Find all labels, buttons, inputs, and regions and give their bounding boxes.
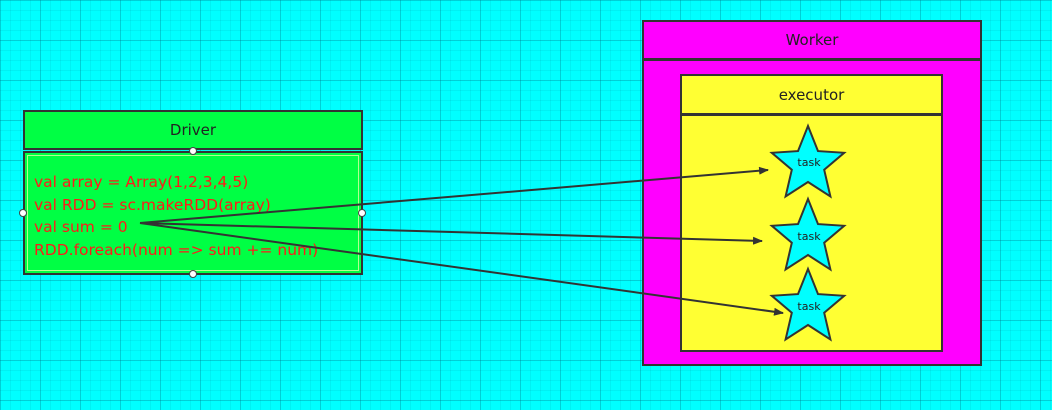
worker-header: Worker xyxy=(642,20,982,60)
code-line-2: val RDD = sc.makeRDD(array) xyxy=(34,195,271,214)
task-star-1: task xyxy=(769,123,847,199)
code-line-1: val array = Array(1,2,3,4,5) xyxy=(34,173,249,191)
star-icon xyxy=(769,266,847,342)
code-line-4: RDD.foreach(num => sum += num) xyxy=(34,240,319,259)
worker-title: Worker xyxy=(785,31,839,49)
task-label-1: task xyxy=(797,156,821,169)
task-label-3: task xyxy=(797,300,821,313)
task-label-2: task xyxy=(797,230,821,243)
star-icon xyxy=(769,196,847,272)
executor-title: executor xyxy=(778,85,845,104)
driver-code: val array = Array(1,2,3,4,5) val RDD = sc… xyxy=(34,171,318,261)
resize-handle-top[interactable] xyxy=(189,147,197,155)
task-star-3: task xyxy=(769,266,847,342)
resize-handle-left[interactable] xyxy=(19,209,27,217)
driver-header: Driver xyxy=(23,110,363,150)
arrow-to-task-2 xyxy=(139,222,763,245)
task-star-2: task xyxy=(769,196,847,272)
arrow-to-task-3 xyxy=(139,222,784,316)
resize-handle-right[interactable] xyxy=(358,209,366,217)
star-icon xyxy=(769,123,847,199)
resize-handle-bottom[interactable] xyxy=(189,270,197,278)
driver-title: Driver xyxy=(169,121,217,139)
code-line-3: val sum = 0 xyxy=(34,218,128,236)
arrow-to-task-1 xyxy=(139,166,769,224)
